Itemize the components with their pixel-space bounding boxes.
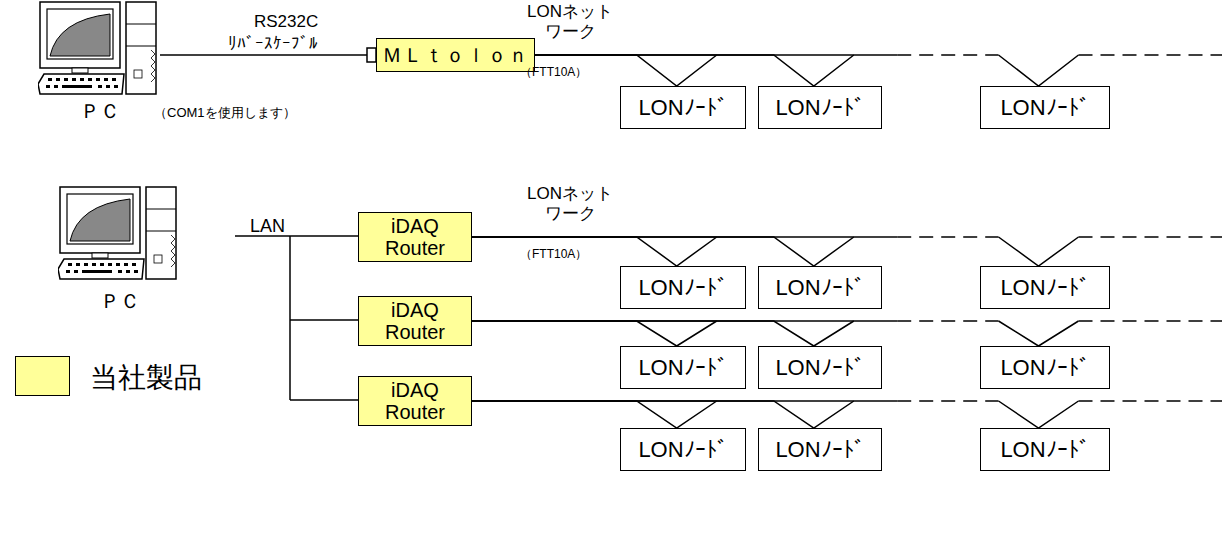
bus-line (472, 237, 854, 266)
node-label: LONﾉｰﾄﾞ (1000, 275, 1089, 301)
bus-line (472, 321, 854, 346)
bus-line (472, 321, 717, 346)
lon-node-box: LONﾉｰﾄﾞ (758, 346, 882, 389)
pc-icon (38, 2, 156, 94)
lon-node-box: LONﾉｰﾄﾞ (758, 86, 882, 129)
bus-continuation (1079, 55, 1222, 56)
bus-drop (999, 321, 1079, 346)
bus-line-dashed (897, 400, 998, 402)
annotation-label: ＰＣ (80, 98, 120, 125)
bus-drop (999, 55, 1079, 86)
annotation-label: （COM1を使用します） (154, 104, 296, 122)
node-label: LONﾉｰﾄﾞ (638, 95, 727, 121)
bus-line (472, 236, 897, 238)
lon-bus-connector (472, 401, 717, 428)
bus-line-dashed (897, 54, 998, 56)
lon-bus-connector (472, 401, 1079, 428)
bus-continuation (1079, 321, 1222, 322)
bus-line-dashed (1079, 54, 1222, 56)
bus-line-dashed (897, 320, 998, 322)
bus-continuation (1079, 237, 1222, 238)
annotation-label: （FTT10A） (520, 246, 587, 263)
lon-bus-connector (472, 321, 717, 346)
lon-node-box: LONﾉｰﾄﾞ (758, 428, 882, 471)
node-label: LONﾉｰﾄﾞ (775, 355, 864, 381)
bus-line (535, 54, 897, 56)
lon-node-box: LONﾉｰﾄﾞ (980, 428, 1110, 471)
bus-drop (999, 237, 1079, 266)
node-label: LONﾉｰﾄﾞ (638, 275, 727, 301)
bus-drop (999, 401, 1079, 428)
bus-line (472, 401, 854, 428)
lon-node-box: LONﾉｰﾄﾞ (620, 428, 746, 471)
bus-line-dashed (897, 236, 998, 238)
annotation-label: LONネットワーク (527, 2, 613, 43)
node-label: LONﾉｰﾄﾞ (775, 275, 864, 301)
product-box: ＭＬｔｏｌｏｎ (376, 38, 535, 72)
lon-bus-connector (472, 237, 1079, 266)
bus-line (472, 401, 717, 428)
lan-wiring (235, 236, 358, 400)
lon-bus-connector (472, 321, 854, 346)
product-box: iDAQ Router (358, 212, 472, 262)
annotation-label: ＰＣ (100, 288, 140, 315)
lon-bus-connector (472, 237, 717, 266)
annotation-label: RS232C (254, 12, 318, 32)
lon-node-box: LONﾉｰﾄﾞ (980, 86, 1110, 129)
lon-node-box: LONﾉｰﾄﾞ (620, 346, 746, 389)
product-box: iDAQ Router (358, 296, 472, 346)
annotation-label: LAN (250, 216, 285, 237)
bus-line (472, 237, 717, 266)
lon-bus-connector (472, 237, 854, 266)
lon-node-box: LONﾉｰﾄﾞ (758, 266, 882, 309)
lon-bus-connector (472, 321, 1079, 346)
bus-line (472, 400, 897, 402)
lon-node-box: LONﾉｰﾄﾞ (980, 346, 1110, 389)
node-label: iDAQ Router (375, 299, 455, 343)
bus-line-dashed (1079, 236, 1222, 238)
node-label: LONﾉｰﾄﾞ (775, 437, 864, 463)
legend-swatch (15, 356, 70, 396)
node-label: LONﾉｰﾄﾞ (1000, 95, 1089, 121)
bus-line-dashed (1079, 400, 1222, 402)
bus-continuation (1079, 401, 1222, 402)
pc-icon (58, 187, 176, 279)
node-label: LONﾉｰﾄﾞ (775, 95, 864, 121)
lon-bus-connector (472, 401, 854, 428)
node-label: ＭＬｔｏｌｏｎ (382, 42, 529, 69)
node-label: iDAQ Router (375, 379, 455, 423)
node-label: iDAQ Router (375, 215, 455, 259)
annotation-label: LONネットワーク (527, 184, 613, 225)
lon-node-box: LONﾉｰﾄﾞ (620, 266, 746, 309)
product-box: iDAQ Router (358, 376, 472, 426)
lon-node-box: LONﾉｰﾄﾞ (980, 266, 1110, 309)
lon-node-box: LONﾉｰﾄﾞ (620, 86, 746, 129)
legend-label: 当社製品 (90, 359, 202, 397)
annotation-label: ﾘﾊﾞｰｽｹｰﾌﾞﾙ (228, 34, 318, 54)
node-label: LONﾉｰﾄﾞ (638, 355, 727, 381)
bus-line-dashed (1079, 320, 1222, 322)
node-label: LONﾉｰﾄﾞ (1000, 437, 1089, 463)
node-label: LONﾉｰﾄﾞ (1000, 355, 1089, 381)
node-label: LONﾉｰﾄﾞ (638, 437, 727, 463)
lon-bus-connector (535, 55, 1079, 86)
bus-line (472, 320, 897, 322)
annotation-label: （FTT10A） (520, 64, 587, 81)
